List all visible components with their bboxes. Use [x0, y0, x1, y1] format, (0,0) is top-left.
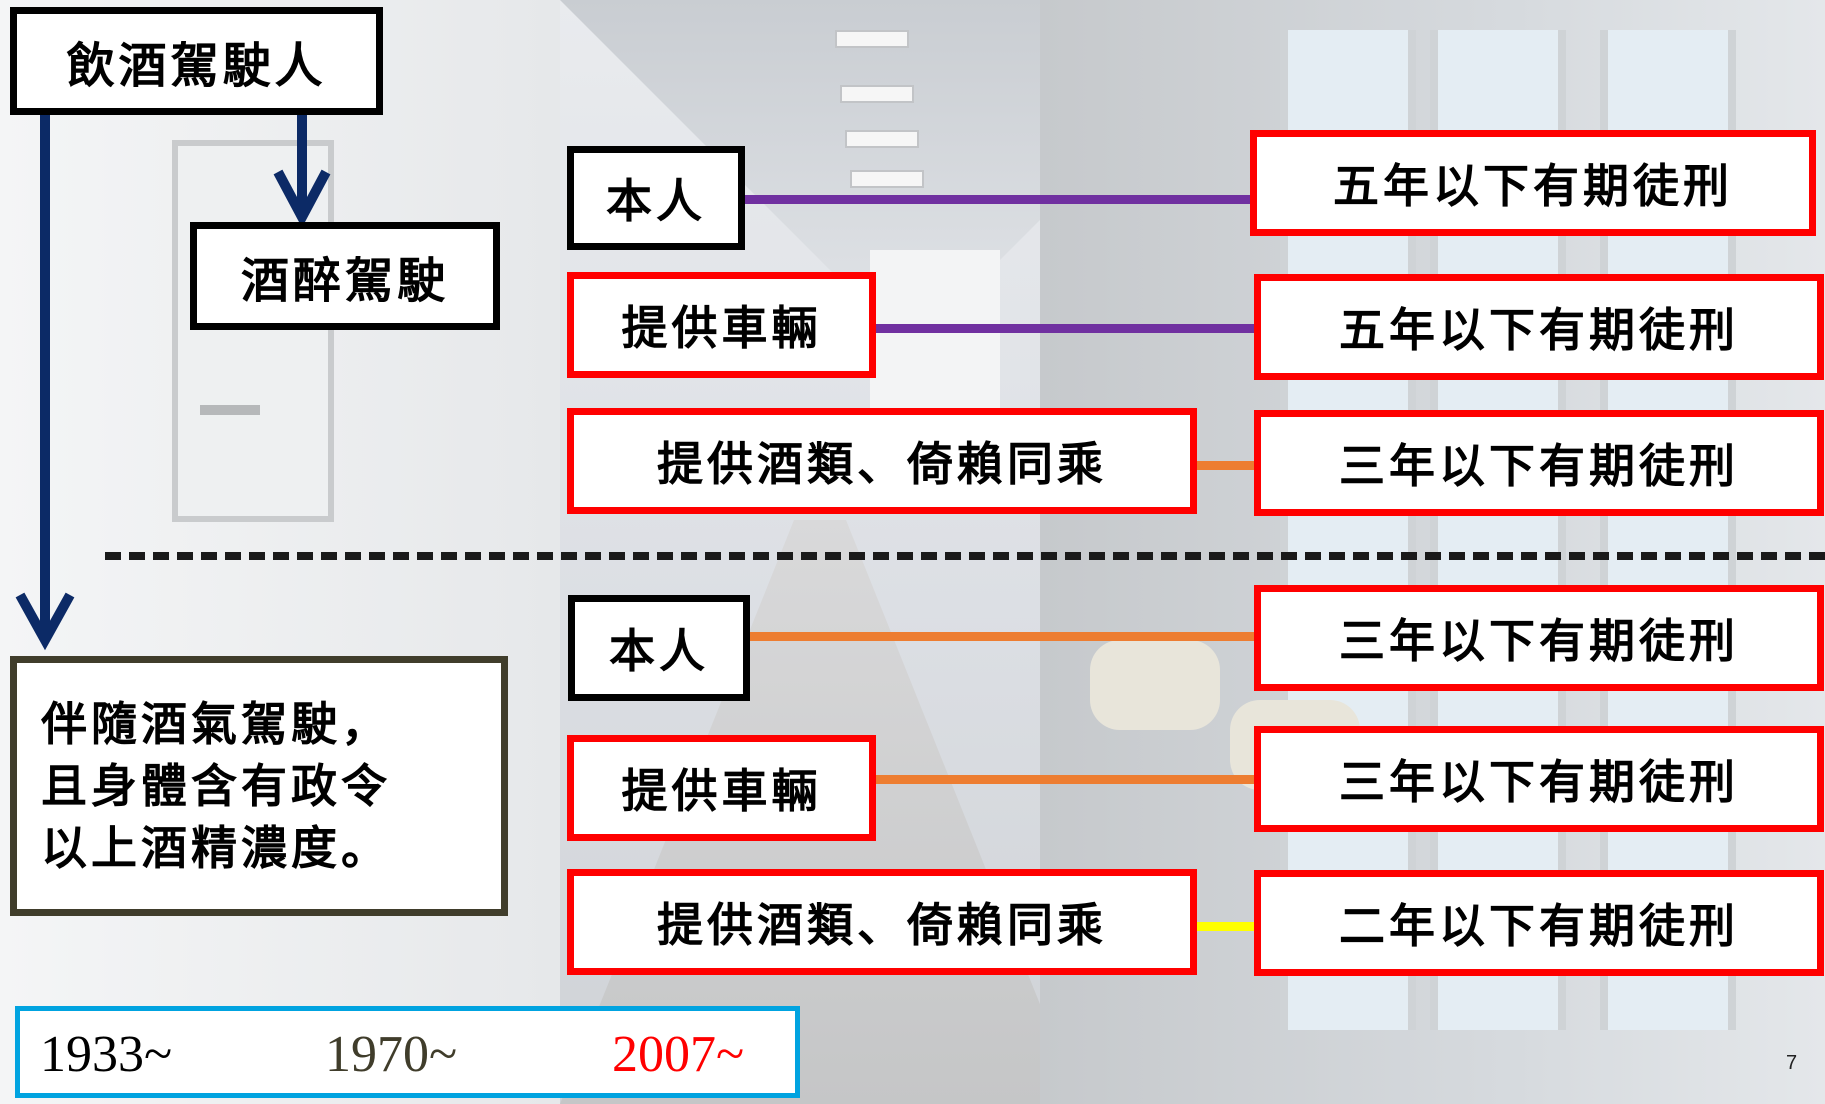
upper-vehicle-box: 提供車輛: [567, 272, 876, 378]
long-down-arrow: [15, 112, 75, 651]
era-divider-dashed-line: [105, 552, 1825, 560]
upper-alcohol-box: 提供酒類、倚賴同乘: [567, 408, 1197, 514]
upper-alcohol-connector: [1193, 461, 1254, 470]
background-ceiling-light: [845, 130, 919, 148]
short-down-arrow: [273, 112, 331, 228]
years-timeline-box: 1933~ 1970~ 2007~: [15, 1006, 800, 1098]
upper-self-connector: [742, 195, 1254, 204]
lower-self-penalty: 三年以下有期徒刑: [1254, 585, 1824, 691]
lower-vehicle-penalty: 三年以下有期徒刑: [1254, 726, 1824, 832]
upper-alcohol-penalty: 三年以下有期徒刑: [1254, 410, 1824, 516]
background-board-handle: [200, 405, 260, 415]
upper-self-box: 本人: [567, 146, 745, 250]
lower-alcohol-penalty: 二年以下有期徒刑: [1254, 870, 1824, 976]
upper-vehicle-connector: [873, 324, 1254, 333]
year-1933: 1933~: [40, 1026, 173, 1083]
alcohol-driving-box: 伴隨酒氣駕駛， 且身體含有政令 以上酒精濃度。: [10, 656, 508, 916]
lower-self-connector: [746, 632, 1254, 641]
drunk-driving-box: 酒醉駕駛: [190, 222, 500, 330]
background-ceiling-light: [835, 30, 909, 48]
upper-vehicle-penalty: 五年以下有期徒刑: [1254, 274, 1824, 380]
background-ceiling-light: [840, 85, 914, 103]
upper-self-penalty: 五年以下有期徒刑: [1250, 130, 1816, 236]
background-chair: [1090, 640, 1220, 730]
alcohol-driving-line-2: 且身體含有政令: [41, 759, 391, 813]
lower-self-box: 本人: [568, 595, 750, 701]
background-ceiling-light: [850, 170, 924, 188]
lower-alcohol-connector: [1193, 922, 1254, 931]
alcohol-driving-line-1: 伴隨酒氣駕駛，: [41, 697, 391, 751]
year-1970: 1970~: [325, 1026, 458, 1083]
drinking-driver-box: 飲酒駕駛人: [10, 7, 383, 115]
alcohol-driving-line-3: 以上酒精濃度。: [41, 821, 391, 875]
lower-vehicle-box: 提供車輛: [567, 735, 876, 841]
slide-number: 7: [1786, 1052, 1798, 1074]
year-2007: 2007~: [612, 1026, 745, 1083]
lower-alcohol-box: 提供酒類、倚賴同乘: [567, 869, 1197, 975]
lower-vehicle-connector: [873, 775, 1254, 784]
